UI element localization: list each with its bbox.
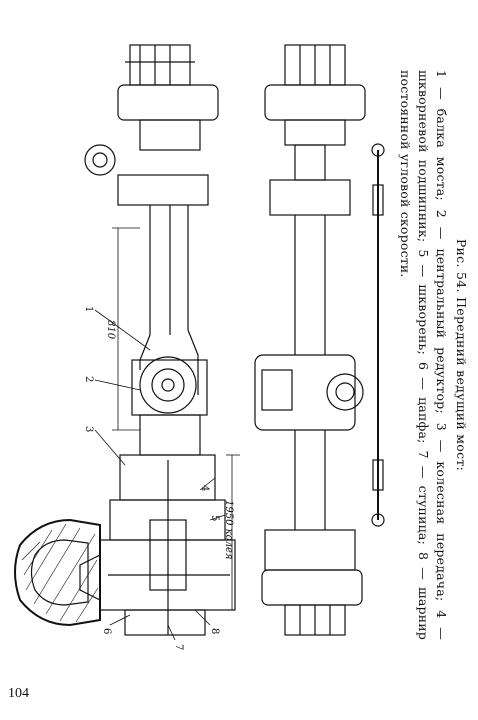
dimension-810-label: 810 [105, 320, 116, 340]
page-number: 104 [8, 686, 29, 701]
left-lower-wheel-end [79, 454, 236, 636]
tyre-section [14, 518, 101, 627]
left-beam-upper [139, 205, 199, 395]
callout-3: 3 [83, 426, 94, 432]
callout-1: 1 [83, 306, 94, 312]
right-beam [294, 215, 326, 530]
callout-leaders [94, 309, 226, 641]
callout-7: 7 [173, 644, 184, 650]
right-central-reducer [254, 354, 364, 431]
dimension-track-line [226, 454, 240, 610]
callout-labels: 1 2 3 4 5 6 7 8 [83, 306, 220, 650]
axle-drawing: 1 2 3 4 5 6 7 8 810 1950 колея [14, 44, 385, 650]
figure-title: Рис. 54. Передний ведущий мост: [454, 238, 469, 472]
callout-2: 2 [83, 376, 94, 382]
callout-6: 6 [101, 628, 112, 634]
figure-legend: 1 — балка моста; 2 — центральный редукто… [398, 70, 449, 640]
tie-rod [371, 143, 385, 527]
right-top-hub [264, 44, 366, 216]
right-lower-hub [261, 529, 363, 636]
callout-5: 5 [209, 515, 220, 521]
left-top-hub [84, 44, 219, 206]
left-central-reducer [131, 356, 208, 456]
dimension-810-line [112, 227, 140, 431]
callout-8: 8 [209, 628, 220, 634]
dimension-track-label: 1950 колея [223, 500, 234, 560]
callout-4: 4 [199, 485, 210, 491]
figure-caption: Рис. 54. Передний ведущий мост: 1 — балк… [396, 70, 470, 640]
